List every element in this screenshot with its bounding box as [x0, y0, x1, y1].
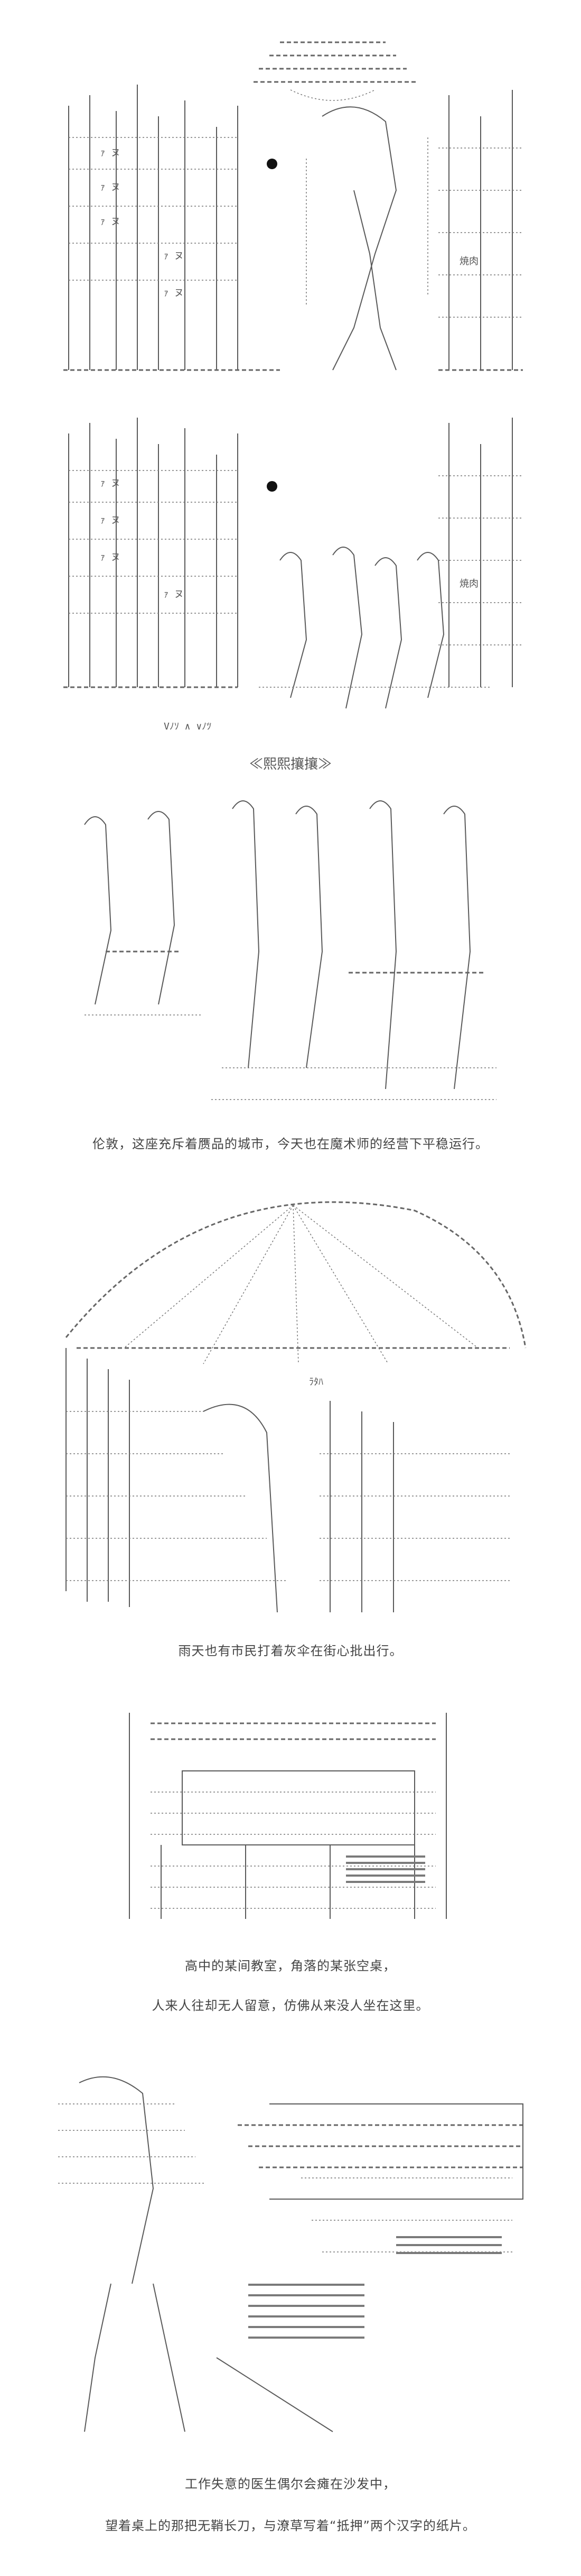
umbrella-label: ﾗﾀﾊ	[309, 1377, 323, 1388]
sign-1: ｧ ヌ	[100, 147, 120, 159]
sign-5: ｧ ヌ	[164, 288, 184, 299]
pedestrians-panel	[74, 793, 507, 1115]
umbrella-panel: ﾗﾀﾊ	[45, 1189, 536, 1623]
caption-doctor-1: 工作失意的医生偶尔会瘫在沙发中，	[185, 2477, 396, 2491]
bottom-text: Vﾉｿ ∧ ∨ﾉﾂ	[164, 721, 211, 732]
caption-doctor-2: 望着桌上的那把无鞘长刀，与潦草写着“抵押”两个汉字的纸片。	[105, 2518, 476, 2533]
sign-1: ｧ ヌ	[100, 478, 120, 489]
pedestrians-art	[84, 800, 496, 1100]
sign-3: ｧ ヌ	[100, 216, 120, 227]
sign-3: ｧ ヌ	[100, 552, 120, 563]
classroom-panel	[119, 1707, 462, 1929]
doctor-panel	[48, 2062, 533, 2442]
sign-2: ｧ ヌ	[100, 182, 120, 193]
caption-umbrella: 雨天也有市民打着灰伞在街心批出行。	[178, 1644, 403, 1658]
sign-4: ｧ ヌ	[164, 589, 184, 600]
caption-city: 伦敦，这座充斥着赝品的城市，今天也在魔术师的经营下平稳运行。	[92, 1137, 489, 1151]
caption-classroom-1: 高中的某间教室，角落的某张空桌，	[185, 1959, 396, 1973]
shop-sign: 焼肉	[460, 256, 479, 267]
sign-4: ｧ ヌ	[164, 251, 184, 262]
classroom-art	[129, 1713, 447, 1919]
doctor-art	[58, 2076, 523, 2432]
sign-2: ｧ ヌ	[100, 515, 120, 526]
city-street-art-top: ｧ ヌ ｧ ヌ ｧ ヌ ｧ ヌ ｧ ヌ 焼肉	[63, 41, 523, 371]
sound-effect: ≪熙熙攘攘≫	[249, 756, 332, 772]
shop-sign: 焼肉	[460, 578, 479, 589]
umbrella-art: ﾗﾀﾊ	[65, 1201, 527, 1613]
city-street-panel-top: ｧ ヌ ｧ ヌ ｧ ヌ ｧ ヌ ｧ ヌ 焼肉	[58, 32, 523, 402]
city-street-panel-bottom: ｧ ヌ ｧ ヌ ｧ ヌ ｧ ヌ 焼肉 Vﾉｿ ∧ ∨ﾉﾂ	[58, 412, 523, 740]
city-street-art-bottom: ｧ ヌ ｧ ヌ ｧ ヌ ｧ ヌ 焼肉 Vﾉｿ ∧ ∨ﾉﾂ	[63, 418, 523, 732]
caption-classroom-2: 人来人往却无人留意，仿佛从来没人坐在这里。	[152, 1998, 429, 2013]
